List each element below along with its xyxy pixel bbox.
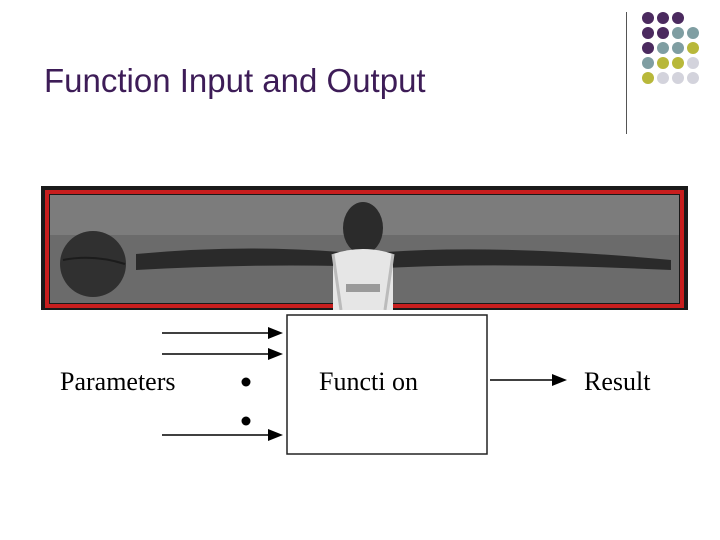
- result-label: Result: [584, 367, 651, 396]
- function-label: Functi on: [319, 367, 418, 396]
- decorative-dot: [672, 12, 684, 24]
- decorative-dot: [642, 12, 654, 24]
- decorative-dot: [672, 42, 684, 54]
- decorative-dot: [687, 42, 699, 54]
- output-arrow: [490, 374, 567, 386]
- decorative-dot: [657, 12, 669, 24]
- decorative-dot: [672, 72, 684, 84]
- decorative-dot: [657, 42, 669, 54]
- input-arrow: [162, 327, 283, 339]
- decorative-dot: [657, 27, 669, 39]
- slide-title: Function Input and Output: [44, 62, 426, 100]
- function-io-diagram: Parameters Functi on Result: [0, 300, 720, 540]
- decorative-dot: [642, 27, 654, 39]
- basketball-player-photo: [41, 186, 688, 310]
- decorative-dot: [672, 27, 684, 39]
- title-divider-line: [626, 12, 627, 134]
- decorative-dot: [642, 57, 654, 69]
- decorative-dot: [657, 72, 669, 84]
- decorative-dot: [687, 57, 699, 69]
- parameters-label: Parameters: [60, 367, 176, 396]
- decorative-dot: [657, 57, 669, 69]
- ellipsis-dot: [242, 417, 251, 426]
- input-arrow: [162, 348, 283, 360]
- basketball-icon: [60, 231, 126, 297]
- decorative-dot: [642, 72, 654, 84]
- ellipsis-dot: [242, 378, 251, 387]
- decorative-dot: [642, 42, 654, 54]
- decorative-dot: [672, 57, 684, 69]
- decorative-dot: [687, 72, 699, 84]
- input-arrow: [162, 429, 283, 441]
- decorative-dot: [687, 27, 699, 39]
